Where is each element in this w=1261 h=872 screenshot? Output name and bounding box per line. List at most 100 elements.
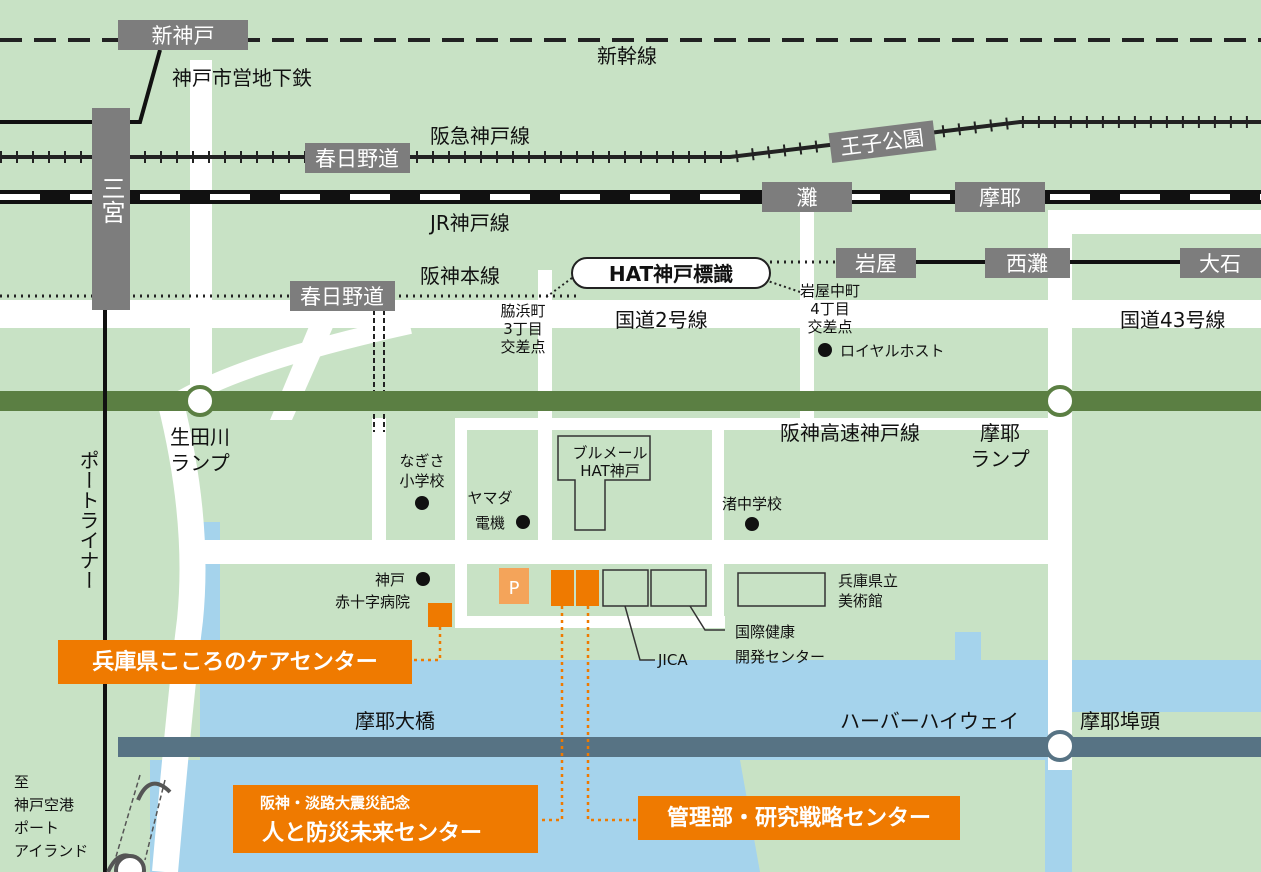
station-nishinada-label: 西灘 bbox=[1006, 252, 1048, 276]
station-shinkobe-label: 新神戸 bbox=[152, 24, 215, 48]
label-hankyu: 阪急神戸線 bbox=[430, 124, 530, 148]
label-wakinohama-1: 脇浜町 bbox=[500, 302, 545, 320]
label-hanshin: 阪神本線 bbox=[420, 264, 500, 288]
label-nagisa-elem-1: なぎさ bbox=[399, 452, 444, 470]
label-bluemer-2: HAT神戸 bbox=[580, 462, 640, 480]
expressway-hanshin bbox=[0, 391, 1261, 411]
label-iwayanaka-3: 交差点 bbox=[807, 318, 852, 336]
callout-dri-small-label: 阪神・淡路大震災記念 bbox=[260, 794, 410, 812]
label-ramp-maya-2: ランプ bbox=[970, 447, 1029, 471]
label-yamada-1: ヤマダ bbox=[467, 489, 512, 507]
label-kokusai-1: 国際健康 bbox=[735, 623, 795, 641]
hat-sign-box bbox=[571, 257, 771, 289]
label-iwayanaka-2: 4丁目 bbox=[810, 300, 850, 318]
station-nishinada: 西灘 bbox=[985, 248, 1070, 278]
label-wakinohama-3: 交差点 bbox=[500, 338, 545, 356]
label-route2: 国道2号線 bbox=[615, 308, 708, 332]
label-airport-3: ポート bbox=[14, 819, 59, 837]
dri-leader bbox=[540, 606, 564, 822]
maya-pier-land bbox=[1072, 712, 1261, 872]
kokusai-leader bbox=[689, 605, 725, 631]
label-maya-pier: 摩耶埠頭 bbox=[1080, 709, 1160, 733]
royalhost-dot bbox=[818, 343, 832, 357]
ramp-ikutagawa-marker bbox=[184, 385, 216, 417]
portliner-marker bbox=[114, 854, 146, 872]
station-maya-label: 摩耶 bbox=[979, 186, 1021, 210]
station-iwaya: 岩屋 bbox=[836, 248, 916, 278]
station-kasuganomichi-hankyu-label: 春日野道 bbox=[315, 147, 399, 171]
hat-sign-label: HAT神戸標識 bbox=[609, 262, 733, 286]
kokoro-leader bbox=[412, 627, 442, 662]
label-shinkansen: 新幹線 bbox=[597, 44, 657, 68]
station-sannomiya: 三宮 bbox=[97, 176, 125, 224]
yamada-dot bbox=[516, 515, 530, 529]
station-nada-label: 灘 bbox=[797, 186, 818, 210]
nagisa-jhs-dot bbox=[745, 517, 759, 531]
callout-dri: 阪神・淡路大震災記念 人と防災未来センター bbox=[233, 785, 538, 853]
museum-building bbox=[737, 572, 826, 607]
bridge-dash-b bbox=[144, 779, 166, 861]
label-museum-1: 兵庫県立 bbox=[838, 572, 898, 590]
station-shinkobe: 新神戸 bbox=[118, 20, 248, 50]
label-harbor-highway: ハーバーハイウェイ bbox=[840, 709, 1019, 733]
label-ramp-ikutagawa-2: ランプ bbox=[170, 451, 229, 475]
label-jr: JR神戸線 bbox=[428, 211, 510, 235]
station-nada: 灘 bbox=[762, 182, 852, 212]
label-wakinohama-2: 3丁目 bbox=[503, 320, 543, 338]
bridge-arc-top bbox=[136, 781, 172, 801]
station-oishi-label: 大石 bbox=[1199, 252, 1241, 276]
callout-kanri-label: 管理部・研究戦略センター bbox=[667, 805, 931, 831]
nagisa-elem-dot bbox=[415, 496, 429, 510]
station-kasuganomichi-hankyu: 春日野道 bbox=[305, 143, 410, 173]
label-ramp-ikutagawa-1: 生田川 bbox=[170, 425, 230, 449]
parking-label: P bbox=[509, 578, 520, 599]
jica-leader bbox=[624, 605, 655, 661]
sign-pointer-right bbox=[764, 279, 801, 293]
harbor-highway bbox=[118, 737, 1261, 757]
sign-pointer-left bbox=[544, 271, 581, 299]
label-redcross-2: 赤十字病院 bbox=[335, 593, 410, 611]
callout-kanri: 管理部・研究戦略センター bbox=[638, 796, 960, 840]
bridge-dash-a bbox=[114, 774, 141, 861]
bluemer-building bbox=[557, 435, 651, 531]
ramp-maya-marker bbox=[1044, 385, 1076, 417]
station-maya: 摩耶 bbox=[955, 182, 1045, 212]
label-expressway: 阪神高速神戸線 bbox=[780, 421, 920, 445]
maya-pier-marker bbox=[1044, 730, 1076, 762]
callout-kokoro: 兵庫県こころのケアセンター bbox=[58, 640, 412, 684]
station-kasuganomichi-hanshin: 春日野道 bbox=[290, 281, 395, 311]
callout-kokoro-label: 兵庫県こころのケアセンター bbox=[92, 649, 378, 675]
label-airport-1: 至 bbox=[14, 773, 29, 791]
label-royalhost: ロイヤルホスト bbox=[840, 342, 945, 360]
label-ramp-maya-1: 摩耶 bbox=[980, 421, 1020, 445]
label-jica: JICA bbox=[657, 651, 688, 669]
roads bbox=[0, 60, 1261, 872]
label-route43: 国道43号線 bbox=[1120, 308, 1225, 332]
label-airport-4: アイランド bbox=[14, 842, 88, 860]
label-maya-bridge: 摩耶大橋 bbox=[355, 709, 435, 733]
label-museum-2: 美術館 bbox=[838, 592, 883, 610]
kokusai-building bbox=[650, 569, 707, 607]
station-ojikoen: 王子公園 bbox=[828, 120, 937, 163]
kokoro-building bbox=[428, 603, 452, 627]
callout-dri-label: 人と防災未来センター bbox=[262, 821, 482, 846]
label-bluemer-1: ブルメール bbox=[572, 444, 647, 462]
label-airport-2: 神戸空港 bbox=[14, 796, 74, 814]
label-nagisa-elem-2: 小学校 bbox=[399, 472, 444, 490]
label-nagisa-jhs: 渚中学校 bbox=[722, 495, 782, 513]
station-oishi: 大石 bbox=[1180, 248, 1261, 278]
label-kokusai-2: 開発センター bbox=[735, 648, 825, 666]
label-portliner: ポートライナー bbox=[76, 450, 100, 590]
kanri-leader bbox=[586, 606, 638, 822]
parking-box bbox=[499, 568, 529, 604]
dri-building-east bbox=[576, 570, 599, 606]
line-jr bbox=[0, 190, 1261, 204]
station-sannomiya-box bbox=[92, 108, 130, 310]
station-iwaya-label: 岩屋 bbox=[855, 252, 897, 276]
label-redcross-1: 神戸 bbox=[375, 571, 405, 589]
dri-building-west bbox=[551, 570, 574, 606]
redcross-dot bbox=[416, 572, 430, 586]
station-kasuganomichi-hanshin-label: 春日野道 bbox=[300, 285, 384, 309]
label-iwayanaka-1: 岩屋中町 bbox=[800, 282, 860, 300]
